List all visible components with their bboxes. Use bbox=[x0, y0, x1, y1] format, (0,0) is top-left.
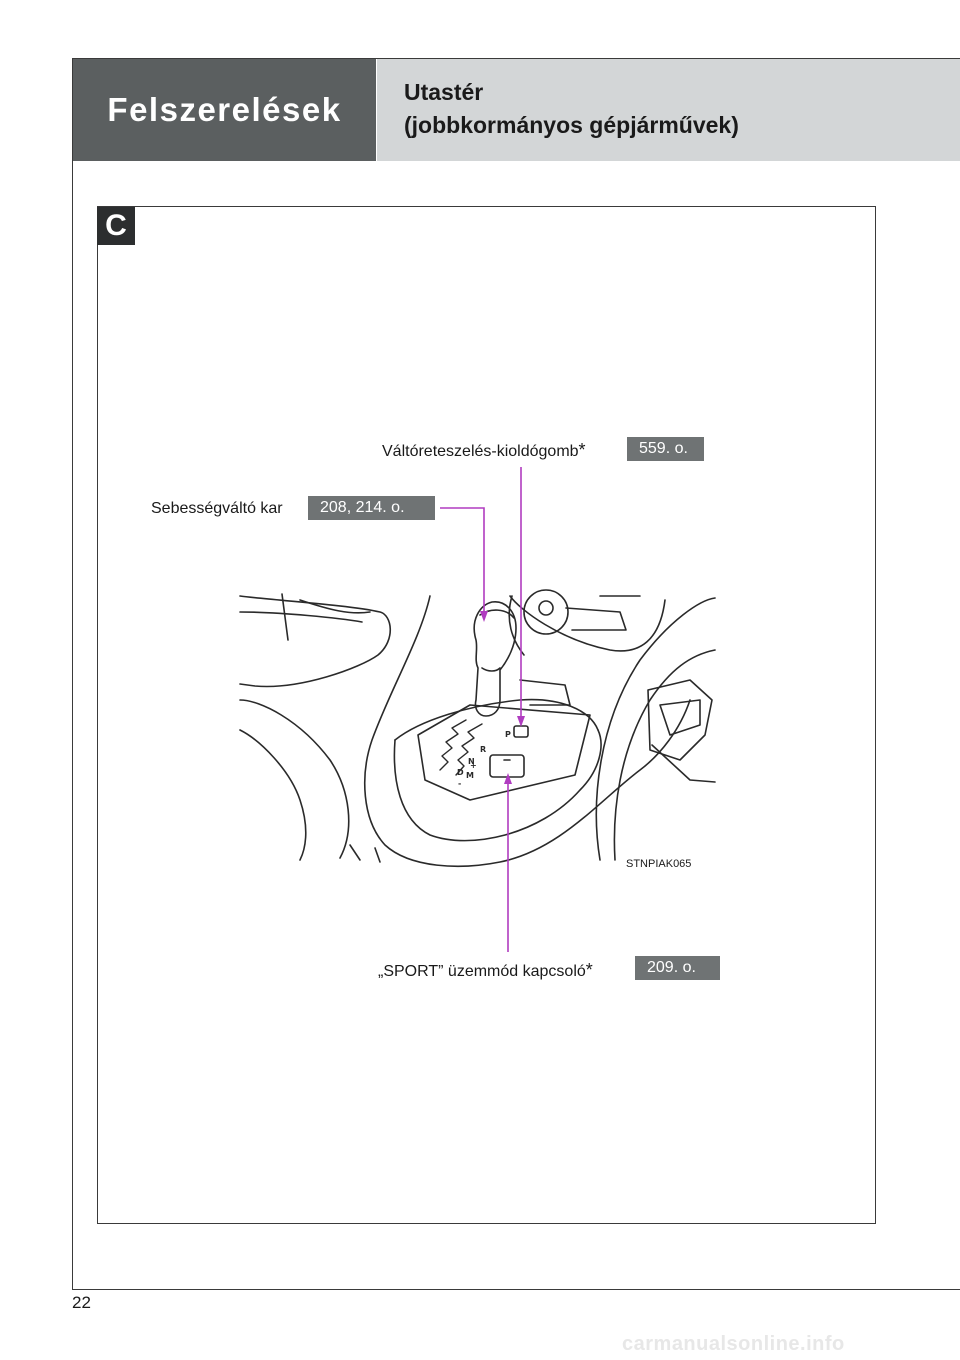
section-badge: C bbox=[97, 207, 135, 245]
sport-switch-text: „SPORT” üzemmód kapcsoló bbox=[378, 963, 586, 980]
page-title-line2: (jobbkormányos gépjárművek) bbox=[404, 112, 739, 138]
shift-lever-page-ref[interactable]: 208, 214. o. bbox=[308, 496, 435, 520]
gear-mark: D bbox=[457, 768, 464, 777]
release-page-ref[interactable]: 559. o. bbox=[627, 437, 704, 461]
section-header: Felszerelések bbox=[73, 59, 376, 161]
page-number: 22 bbox=[72, 1293, 91, 1312]
shift-lever-label: Sebességváltó kar bbox=[151, 500, 283, 517]
gear-mark: - bbox=[458, 779, 461, 788]
arrow-head bbox=[480, 611, 488, 622]
page-title-line1: Utastér bbox=[404, 79, 484, 105]
asterisk-mark: * bbox=[585, 960, 593, 980]
sport-page-ref[interactable]: 209. o. bbox=[635, 956, 720, 980]
release-button-label: Váltóreteszelés-kioldógomb* bbox=[382, 440, 586, 461]
gear-mark: + bbox=[470, 761, 477, 770]
leader-shift-lever bbox=[440, 507, 485, 612]
arrow-head bbox=[517, 716, 525, 727]
asterisk-mark: * bbox=[578, 440, 586, 460]
gear-mark: P bbox=[505, 730, 511, 739]
illustration-box bbox=[97, 206, 876, 1224]
header-divider bbox=[376, 59, 377, 161]
page-frame-bottom bbox=[72, 1289, 960, 1290]
sport-switch-label: „SPORT” üzemmód kapcsoló* bbox=[378, 960, 593, 981]
page-title-block: Utastér (jobbkormányos gépjárművek) bbox=[377, 59, 960, 161]
illustration-code: STNPIAK065 bbox=[626, 858, 692, 870]
watermark: carmanualsonline.info bbox=[622, 1333, 845, 1355]
arrow-head bbox=[504, 773, 512, 784]
gear-mark: R bbox=[480, 745, 486, 754]
section-title: Felszerelések bbox=[107, 91, 342, 128]
page-frame-left bbox=[72, 58, 73, 1290]
gear-mark: N bbox=[468, 757, 475, 766]
gear-mark: M bbox=[466, 771, 474, 780]
release-button-text: Váltóreteszelés-kioldógomb bbox=[382, 443, 579, 460]
page-frame-top bbox=[72, 58, 960, 59]
